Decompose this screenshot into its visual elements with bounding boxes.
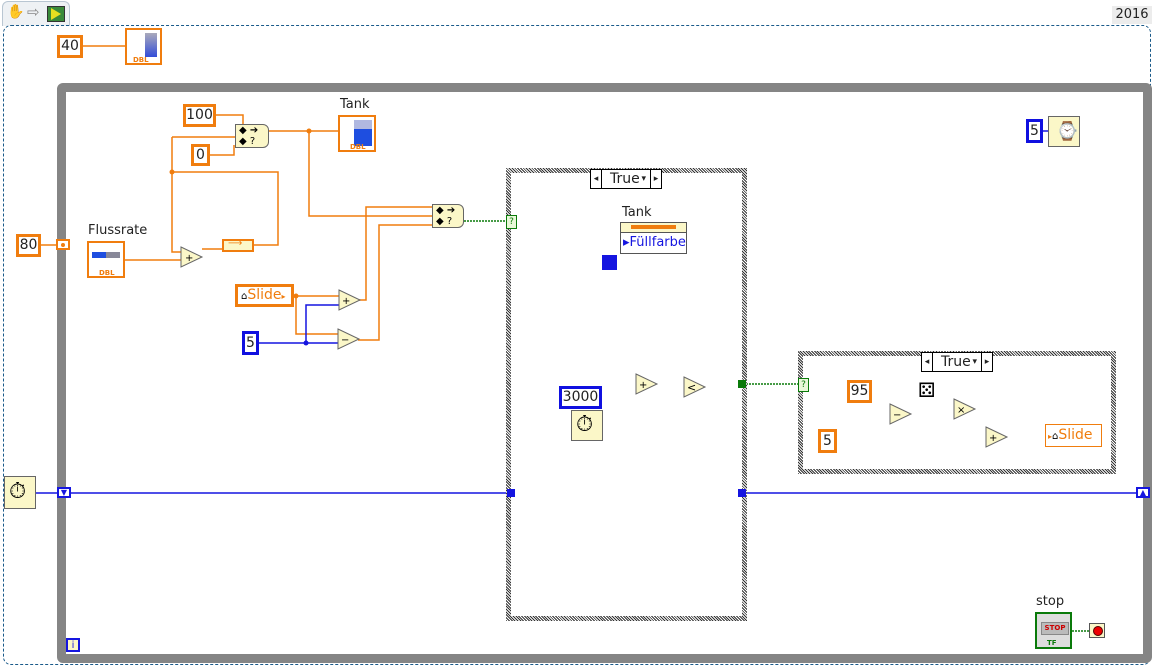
tick-count-function[interactable]: ⏱	[571, 410, 603, 441]
svg-text:+: +	[639, 380, 647, 391]
add-step-function[interactable]: +	[338, 289, 362, 311]
shift-register-left-blue[interactable]: ▼	[57, 487, 71, 498]
subtract-step-function[interactable]: −	[337, 328, 361, 350]
flussrate-label: Flussrate	[88, 223, 148, 238]
iteration-terminal[interactable]: i	[66, 638, 80, 652]
stop-button-terminal[interactable]: STOP TF	[1035, 612, 1072, 649]
add-timeout-function[interactable]: +	[635, 373, 659, 395]
constant-flow-init[interactable]: 80	[16, 234, 41, 257]
toolbar-tab: ✋ ⇨	[2, 1, 70, 26]
case-selector-terminal-1[interactable]: ?	[506, 215, 517, 229]
stop-circle-icon	[1093, 626, 1103, 636]
slide-local-variable[interactable]: ⌂Slide▸	[235, 284, 294, 307]
prev-case-icon[interactable]: ◂	[593, 174, 599, 184]
flussrate-control-terminal[interactable]: DBL	[87, 241, 125, 278]
tunnel-left[interactable]	[507, 489, 515, 497]
while-loop[interactable]	[57, 83, 1152, 663]
next-case-icon[interactable]: ▸	[984, 357, 990, 367]
boolean-tunnel[interactable]	[738, 380, 746, 388]
add-function[interactable]: +	[180, 246, 204, 268]
dice-icon[interactable]: ⚄	[918, 378, 936, 402]
svg-text:+: +	[342, 296, 350, 307]
version-label: 2016	[1112, 6, 1152, 24]
tunnel-right[interactable]	[738, 489, 746, 497]
tank-icon	[354, 120, 372, 146]
stopwatch-icon: ⏱	[576, 412, 594, 437]
constant-step[interactable]: 5	[242, 331, 259, 355]
svg-text:<: <	[687, 381, 696, 394]
svg-text:−: −	[341, 335, 349, 346]
less-than-function[interactable]: <	[683, 376, 707, 398]
next-case-icon[interactable]: ▸	[653, 174, 659, 184]
constant-wait[interactable]: 5	[1026, 119, 1043, 143]
feedback-node[interactable]: ⟶	[222, 238, 254, 252]
constant-min[interactable]: 0	[191, 144, 210, 166]
svg-text:+: +	[185, 253, 193, 264]
slider-icon	[92, 252, 120, 258]
slide-indicator-terminal[interactable]: DBL	[125, 28, 162, 65]
watch-icon: ⌚	[1056, 121, 1079, 142]
vi-icon[interactable]	[47, 6, 65, 22]
shift-register-right-blue[interactable]: ▲	[1136, 487, 1150, 498]
constant-timeout[interactable]: 3000	[559, 386, 602, 409]
constant-max[interactable]: 100	[183, 104, 216, 127]
tank-property-label: Tank	[622, 205, 652, 220]
case-selector-2[interactable]: ◂ True▾ ▸	[921, 352, 993, 372]
loop-condition-terminal[interactable]	[1089, 623, 1105, 638]
constant-random-min[interactable]: 5	[818, 429, 837, 453]
arrow-right-icon[interactable]: ⇨	[27, 3, 40, 21]
tick-count-outer[interactable]: ⏱	[4, 476, 36, 509]
tank-indicator-terminal[interactable]: DBL	[338, 115, 376, 152]
case-selector-terminal-2[interactable]: ?	[798, 378, 809, 392]
tank-property-node[interactable]: ▸Füllfarbe	[620, 222, 687, 254]
color-constant[interactable]	[602, 255, 617, 270]
add-offset-function[interactable]: +	[985, 426, 1009, 448]
hand-tool-icon[interactable]: ✋	[7, 4, 25, 20]
svg-text:×: ×	[957, 405, 965, 416]
svg-text:+: +	[989, 433, 997, 444]
stopwatch-icon: ⏱	[9, 479, 27, 504]
svg-text:−: −	[893, 410, 901, 421]
stop-label: stop	[1036, 594, 1065, 609]
slide-write-local-variable[interactable]: ▸⌂Slide	[1045, 424, 1102, 447]
shift-register-left[interactable]	[56, 239, 70, 250]
prev-case-icon[interactable]: ◂	[924, 357, 930, 367]
multiply-function[interactable]: ×	[953, 398, 977, 420]
case-selector-1[interactable]: ◂ True▾ ▸	[590, 169, 662, 189]
dropdown-icon[interactable]: ▾	[972, 357, 977, 367]
select-node-2[interactable]: ◆ ➔ ◆ ?	[432, 204, 464, 228]
constant-40[interactable]: 40	[57, 35, 83, 58]
slide-icon	[145, 33, 157, 57]
constant-random-max[interactable]: 95	[847, 380, 872, 403]
dropdown-icon[interactable]: ▾	[641, 174, 646, 184]
subtract-range-function[interactable]: −	[889, 403, 913, 425]
wait-function[interactable]: ⌚	[1048, 116, 1080, 147]
tank-label: Tank	[340, 97, 370, 112]
select-node[interactable]: ◆ ➔ ◆ ?	[235, 124, 269, 148]
